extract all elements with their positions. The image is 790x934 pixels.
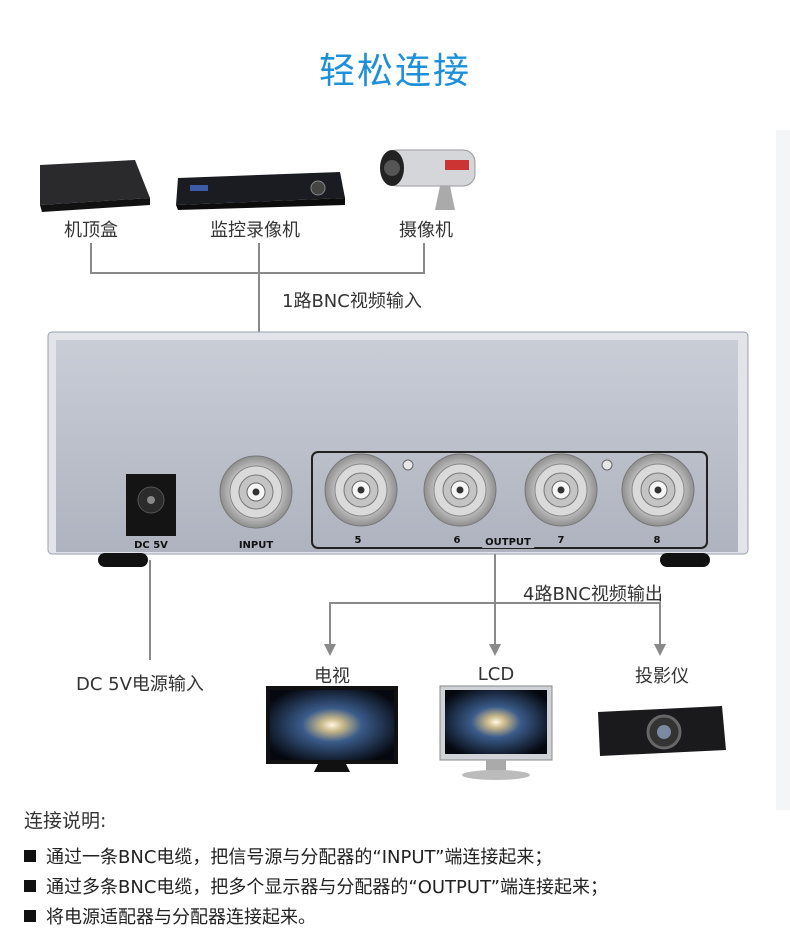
notes-heading: 连接说明: <box>24 810 107 832</box>
output-caption: 4路BNC视频输出 <box>523 584 663 605</box>
bnc-output-connector-8 <box>621 453 695 527</box>
square-bullet-icon <box>24 850 36 862</box>
bnc-connectors <box>219 453 695 529</box>
source-label-camera: 摄像机 <box>399 220 453 241</box>
power-caption: DC 5V电源输入 <box>76 674 204 695</box>
port-number-6: 6 <box>453 535 461 546</box>
note-text: 将电源适配器与分配器连接起来。 <box>46 907 316 928</box>
source-label-dvr: 监控录像机 <box>210 220 300 241</box>
bnc-output-connector-6 <box>423 453 497 527</box>
note-item: 将电源适配器与分配器连接起来。 <box>24 905 608 928</box>
bnc-output-connector-5 <box>324 453 398 527</box>
dvr-recorder-icon <box>176 172 345 210</box>
bnc-output-connector-7 <box>524 453 598 527</box>
tv-icon <box>266 686 398 772</box>
display-label-projector: 投影仪 <box>635 666 689 687</box>
input-port-label: INPUT <box>238 540 274 551</box>
bnc-input-connector <box>219 455 293 529</box>
square-bullet-icon <box>24 910 36 922</box>
display-label-tv: 电视 <box>314 666 350 687</box>
projector-icon <box>598 706 726 756</box>
camera-icon <box>380 149 476 210</box>
input-caption: 1路BNC视频输入 <box>282 291 422 312</box>
dc-port-label: DC 5V <box>134 540 168 551</box>
note-text: 通过一条BNC电缆，把信号源与分配器的“INPUT”端连接起来； <box>46 847 553 868</box>
page-title: 轻松连接 <box>318 51 471 92</box>
port-number-7: 7 <box>557 535 565 546</box>
set-top-box-icon <box>40 160 150 212</box>
port-number-8: 8 <box>653 535 661 546</box>
output-connection-lines <box>149 554 666 660</box>
square-bullet-icon <box>24 880 36 892</box>
connection-notes: 连接说明: 通过一条BNC电缆，把信号源与分配器的“INPUT”端连接起来； 通… <box>24 806 608 934</box>
note-text: 通过多条BNC电缆，把多个显示器与分配器的“OUTPUT”端连接起来； <box>46 877 608 898</box>
display-label-lcd: LCD <box>477 664 515 685</box>
dc-power-jack <box>126 474 176 536</box>
port-number-5: 5 <box>354 535 362 546</box>
source-label-set-top-box: 机顶盒 <box>64 220 118 241</box>
lcd-monitor-icon <box>439 685 553 780</box>
output-port-label: OUTPUT <box>482 537 534 548</box>
note-item: 通过多条BNC电缆，把多个显示器与分配器的“OUTPUT”端连接起来； <box>24 875 608 898</box>
note-item: 通过一条BNC电缆，把信号源与分配器的“INPUT”端连接起来； <box>24 845 608 868</box>
